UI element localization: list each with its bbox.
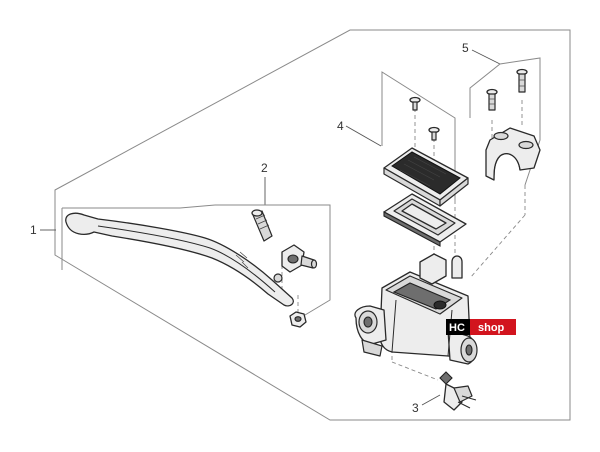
reservoir-diaphragm: [383, 193, 467, 247]
lever-frame: [62, 204, 216, 209]
badge-hc-box: [446, 319, 470, 335]
callout-4: 4: [337, 119, 382, 147]
badge-shop-box: [470, 319, 516, 335]
callout-3: 3: [412, 394, 441, 415]
brake-lever: [65, 212, 294, 307]
reservoir-cap: [383, 147, 469, 207]
cap-group-frame: [381, 71, 456, 146]
callout-1: 1: [30, 223, 56, 237]
handlebar-clamp: [485, 127, 541, 181]
lever-group-frame: [215, 204, 331, 319]
lever-pivot-block: [281, 244, 318, 273]
badge-shop-text: shop: [478, 322, 505, 334]
lever-nut: [289, 311, 307, 328]
callout-5: 5: [462, 41, 501, 65]
callout-2: 2: [261, 161, 268, 205]
clamp-screws: [486, 68, 528, 111]
reservoir-screws: [409, 96, 440, 141]
callout-3-number: 3: [412, 401, 419, 415]
callout-2-number: 2: [261, 161, 268, 175]
callout-5-number: 5: [462, 41, 469, 55]
callout-4-number: 4: [337, 119, 344, 133]
badge-hc-text: HC: [449, 322, 465, 334]
hc-shop-badge: HC shop: [446, 319, 516, 335]
callout-1-number: 1: [30, 223, 37, 237]
brake-switch: [439, 371, 477, 411]
lever-adjuster: [251, 209, 273, 242]
assembly-frame: [54, 29, 571, 421]
master-cylinder-body: [354, 253, 478, 365]
